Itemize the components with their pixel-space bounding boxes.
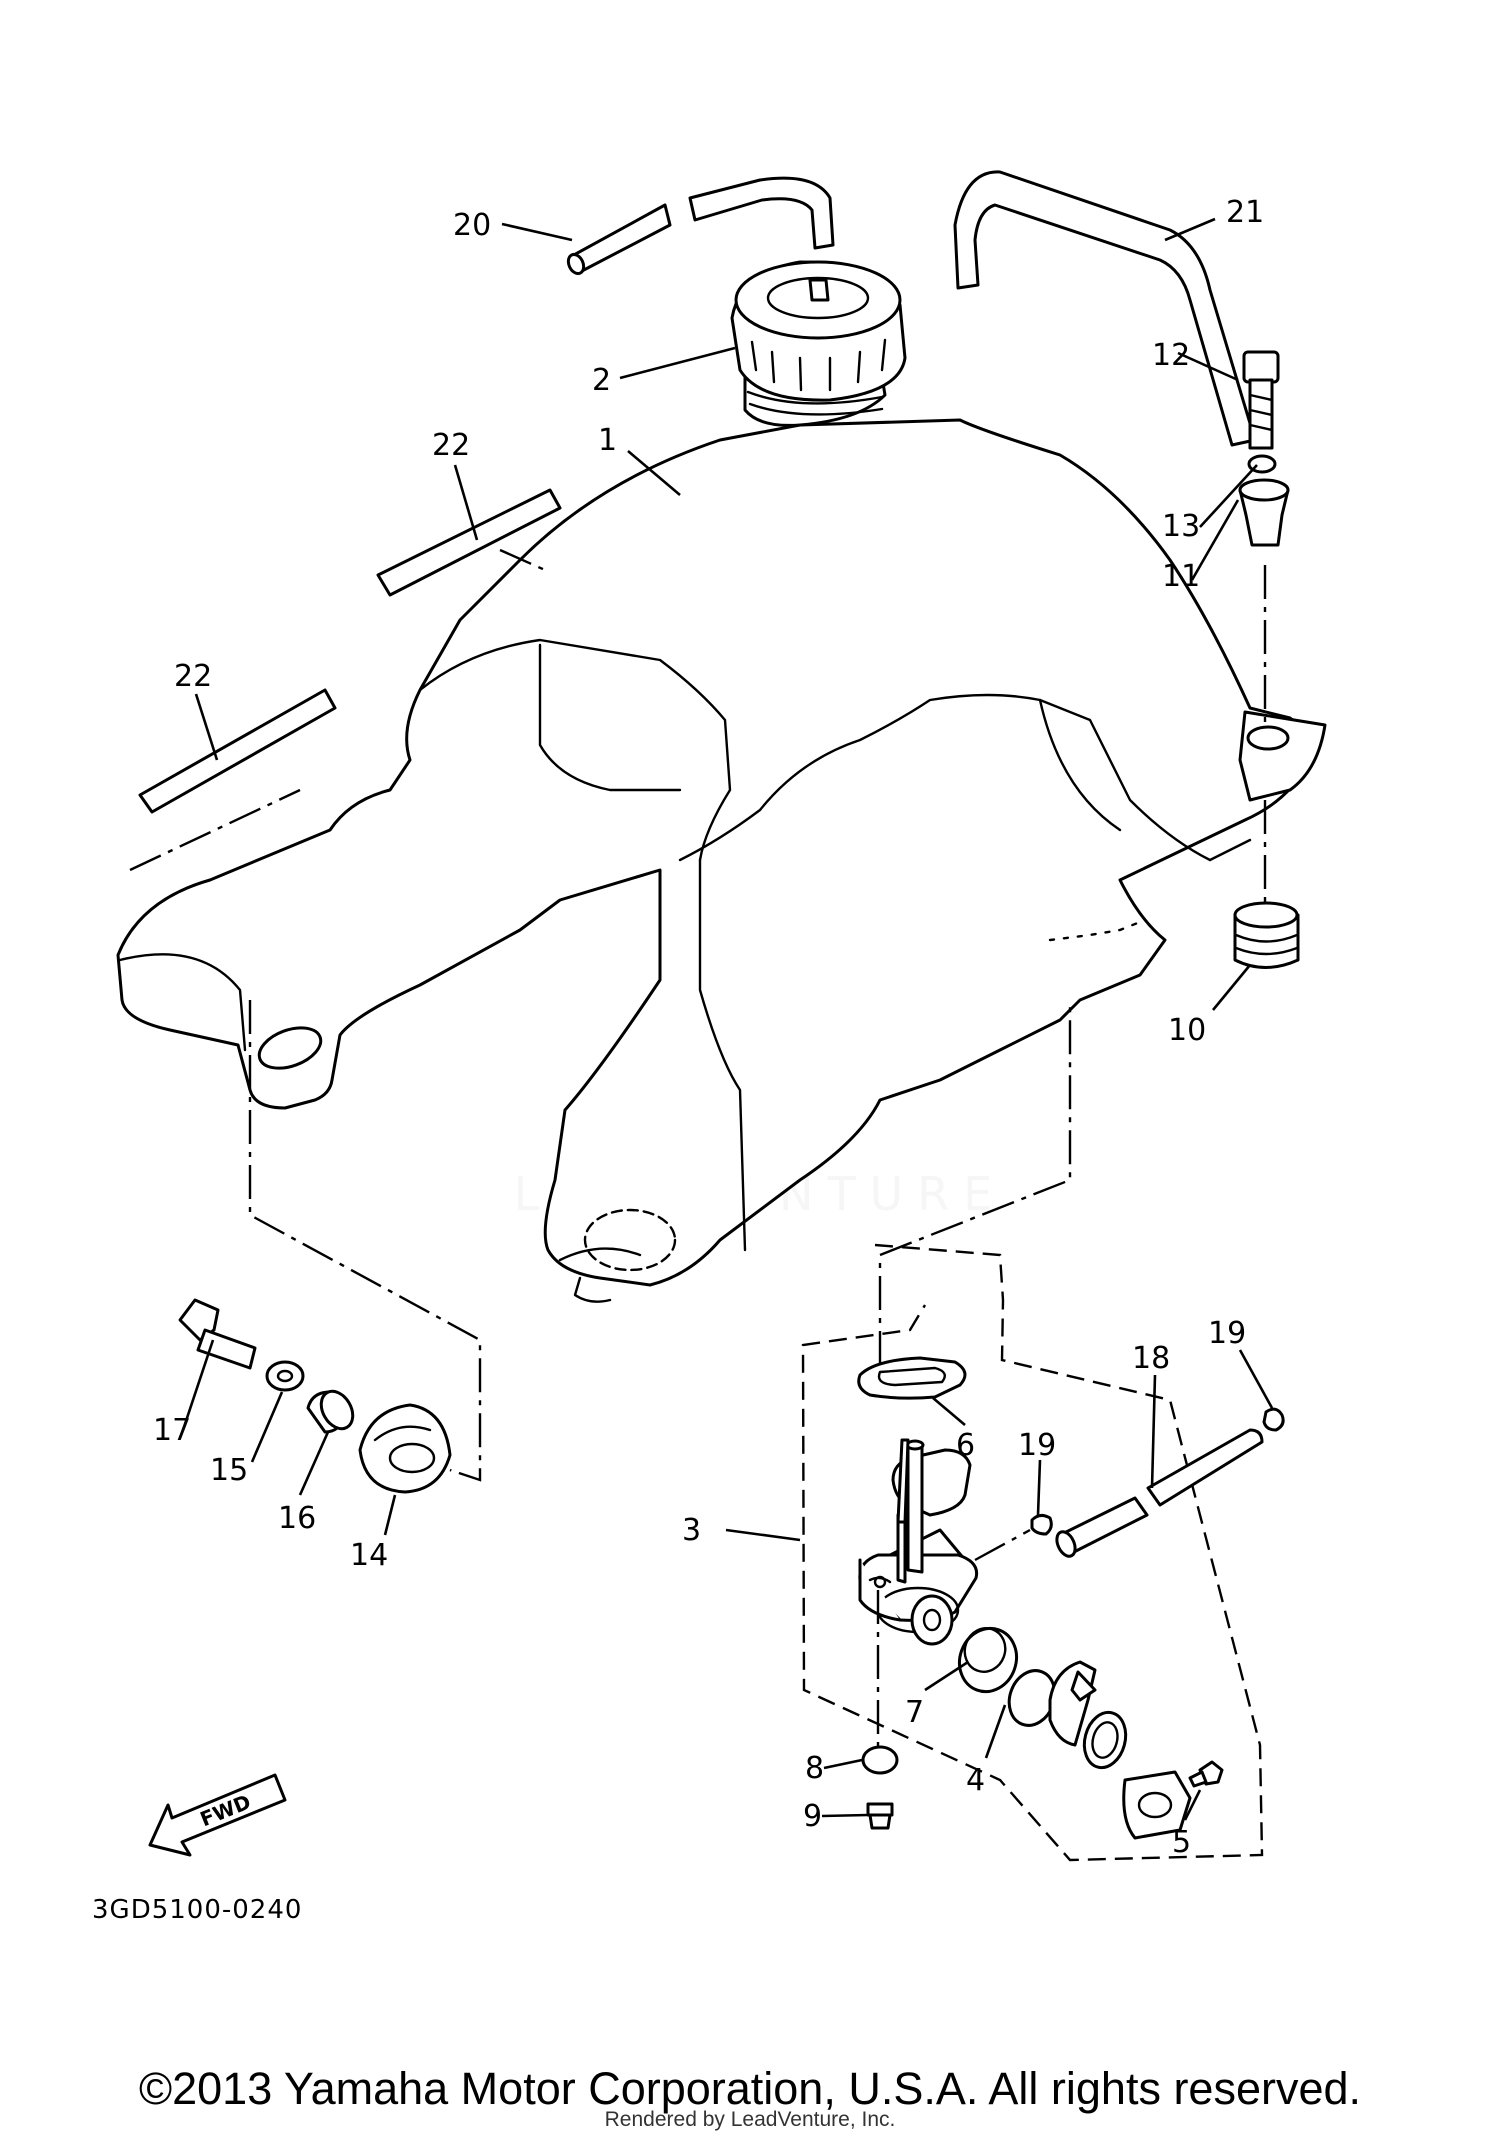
bolt-17 [178,1298,257,1370]
callout-3: 3 [682,1513,701,1548]
callout-4: 4 [966,1763,985,1798]
breather-hose [566,176,835,276]
callout-12: 12 [1152,338,1190,373]
clip-19-right [1262,1407,1285,1432]
plate [1122,1770,1192,1840]
damper-10 [1233,901,1300,969]
assembly-boundary [801,1243,1264,1862]
screw-5 [1188,1760,1224,1788]
callout-9: 9 [803,1799,822,1834]
collar-11 [1238,478,1290,547]
gasket-6 [857,1356,967,1400]
screw-9 [866,1802,894,1830]
callout-11: 11 [1162,559,1200,594]
callout-22-upper: 22 [432,428,470,463]
callout-1: 1 [598,423,617,458]
fuel-cap [730,260,907,402]
cushion-strip-lower [129,688,337,872]
callout-labels: 1 2 3 4 5 6 7 8 9 10 11 12 13 14 15 16 1… [153,195,1264,1860]
fuel-hose [1055,1428,1264,1558]
assembly-line-14-17 [248,1000,482,1482]
fuel-cock-assembly [801,1243,1264,1862]
callout-14: 14 [350,1538,388,1573]
strainer-7 [958,1626,1018,1694]
washer-8 [861,1745,899,1775]
callout-19-right: 19 [1208,1316,1246,1351]
callout-2: 2 [592,363,611,398]
callout-13: 13 [1162,509,1200,544]
callout-21: 21 [1226,195,1264,230]
fwd-arrow-icon: FWD [148,1773,287,1857]
callout-18: 18 [1132,1341,1170,1376]
callout-5: 5 [1172,1825,1191,1860]
tank-band [953,170,1257,447]
callout-20: 20 [453,208,491,243]
callout-10: 10 [1168,1013,1206,1048]
lever-seal [1048,1660,1097,1747]
copyright-notice: ©2013 Yamaha Motor Corporation, U.S.A. A… [138,2063,1362,2114]
seal-ring [1082,1710,1128,1770]
callout-15: 15 [210,1453,248,1488]
fuel-tank [116,338,1327,1303]
callout-6: 6 [956,1428,975,1463]
callout-8: 8 [805,1751,824,1786]
callout-16: 16 [278,1501,316,1536]
leader-lines [181,217,1274,1821]
cushion-strip-upper [376,488,562,597]
bolt-12 [1242,350,1280,450]
drawing-code: 3GD5100-0240 [92,1895,302,1925]
callout-19-left: 19 [1018,1428,1056,1463]
grommet-14 [358,1403,452,1494]
clip-19-left [1030,1513,1053,1536]
assembly-line-6-tank [878,1000,1072,1365]
rendered-by-notice: Rendered by LeadVenture, Inc. [604,2108,896,2131]
callout-22-lower: 22 [174,659,212,694]
collar-16 [306,1389,355,1434]
washer-15 [265,1360,305,1392]
callout-7: 7 [905,1695,924,1730]
assembly-line-hose [974,1528,1031,1562]
callout-17: 17 [153,1413,191,1448]
